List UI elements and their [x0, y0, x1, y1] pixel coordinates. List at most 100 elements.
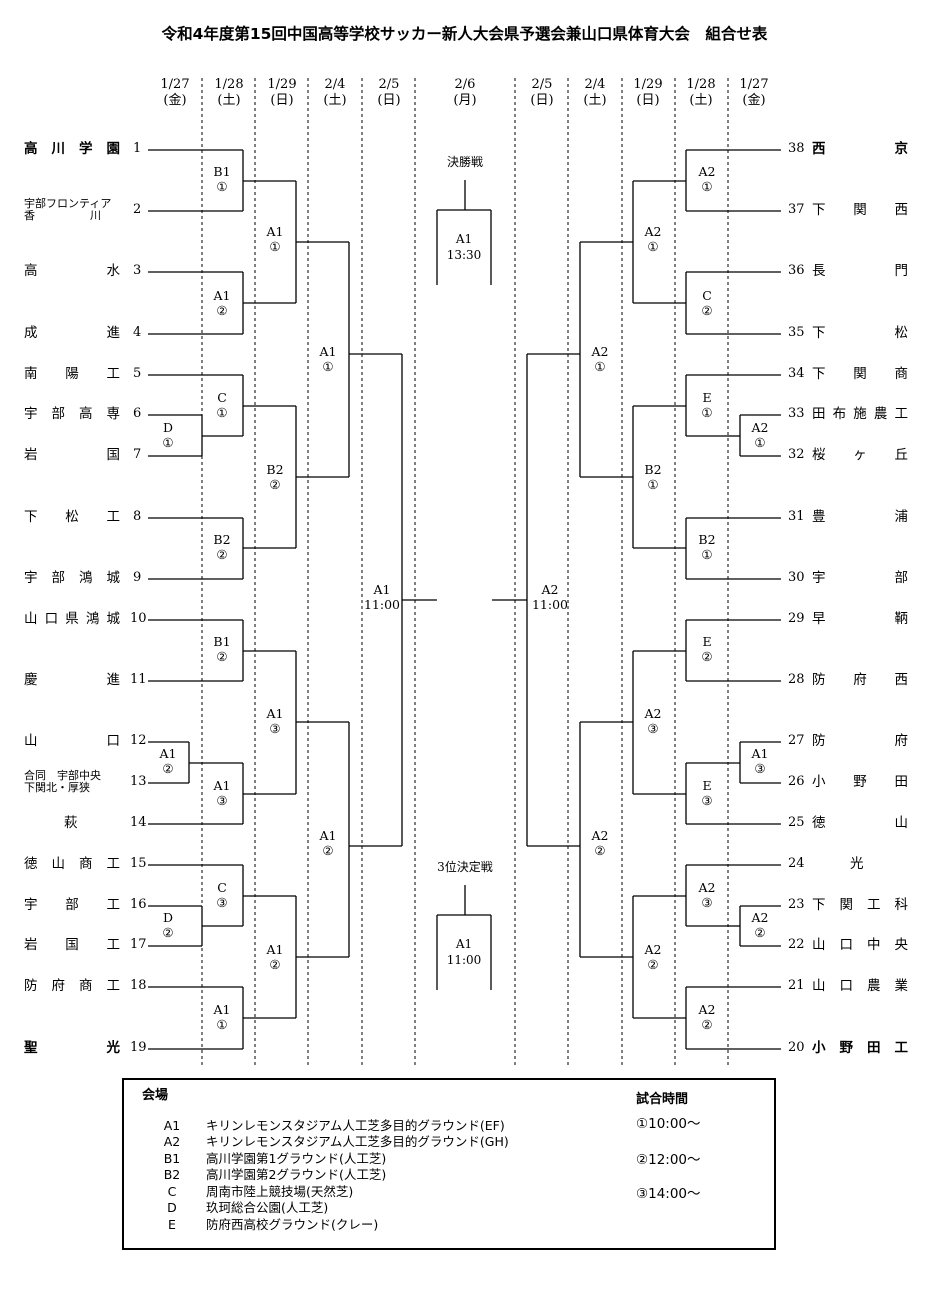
seed-number: 30 [788, 570, 805, 585]
seed-number: 20 [788, 1040, 805, 1055]
seed-number: 8 [133, 509, 142, 524]
match-slot: ③ [701, 895, 713, 910]
venue-code: A2 [644, 224, 662, 239]
seed-number: 10 [130, 611, 147, 626]
team-name-text: 高 川 学 園 [24, 141, 120, 157]
time-header: 試合時間 [636, 1092, 689, 1107]
seed-number: 6 [133, 406, 142, 421]
seed-number: 14 [130, 815, 147, 830]
final-venue: A1 [455, 232, 473, 246]
weekday-label: (月) [453, 93, 477, 108]
seed-number: 3 [133, 263, 142, 278]
match-slot: ① [216, 1017, 228, 1032]
seed-number: 34 [788, 366, 805, 381]
date-header: 2/5(日) [359, 77, 419, 109]
date-header: 1/29(日) [618, 77, 678, 109]
date-header: 2/4(土) [305, 77, 365, 109]
team-name-text: 西 京 [812, 141, 908, 157]
seed-number: 16 [130, 897, 147, 912]
team-name: 高 川 学 園 [24, 141, 120, 157]
venue-code: A1 [266, 706, 284, 721]
team-name: 小 野 田 工 [812, 1040, 908, 1056]
venue-name: 周南市陸上競技場(天然芝) [206, 1184, 354, 1199]
team-name-text: 山 口 中 央 [812, 937, 908, 953]
match-slot: ① [647, 477, 659, 492]
team-name-text: 高 水 [24, 263, 120, 279]
weekday-label: (土) [689, 93, 713, 108]
team-name-text: 岩 国 工 [24, 937, 120, 953]
seed-number: 27 [788, 733, 805, 748]
team-name: 防 府 商 工 [24, 978, 120, 994]
venue-code: A1 [373, 582, 391, 597]
team-name-text: 宇 部 [812, 570, 908, 586]
team-name-text: 南 陽 工 [24, 366, 120, 382]
date-header: 2/6(月) [435, 77, 495, 109]
date-label: 1/27 [739, 77, 769, 92]
team-name-text: 下 関 商 [812, 366, 908, 382]
seed-number: 15 [130, 856, 147, 871]
final-heading: 決勝戦 [446, 155, 483, 169]
weekday-label: (土) [323, 93, 347, 108]
team-name-text: 下 松 [812, 325, 908, 341]
venue-name: キリンレモンスタジアム人工芝多目的グラウンド(EF) [206, 1118, 505, 1133]
seed-number: 5 [133, 366, 142, 381]
team-name: 早 鞆 [812, 611, 908, 627]
team-name-text: 防 府 商 工 [24, 978, 120, 994]
weekday-label: (日) [530, 93, 554, 108]
venue-code: E [702, 390, 712, 405]
date-label: 2/4 [324, 77, 346, 92]
team-name-text: 田布施農工 [812, 406, 908, 422]
team-name-text: 防 府 [812, 733, 908, 749]
match-slot: ② [216, 303, 228, 318]
team-name: 防 府 西 [812, 672, 908, 688]
venue-code: A2 [163, 1134, 181, 1149]
third-place-time: 11:00 [446, 953, 482, 967]
weekday-label: (土) [217, 93, 241, 108]
team-name: 宇 部 [812, 570, 908, 586]
team-name: 成 進 [24, 325, 120, 341]
team-name: 高 水 [24, 263, 120, 279]
venue-name: 防府西高校グラウンド(クレー) [206, 1217, 379, 1232]
venue-code: B1 [213, 164, 231, 179]
team-name-line: 下関北・厚狭 [24, 781, 90, 794]
date-label: 2/5 [378, 77, 400, 92]
seed-number: 7 [133, 447, 142, 462]
date-header: 1/27(金) [145, 77, 205, 109]
venue-code: B2 [644, 462, 662, 477]
match-slot: ① [754, 435, 766, 450]
seed-number: 31 [788, 509, 805, 524]
venue-code: B2 [213, 532, 231, 547]
team-name-text: 山口県鴻城 [24, 611, 120, 627]
venue-code: A2 [644, 942, 662, 957]
venue-code: B2 [266, 462, 284, 477]
team-name: 下 松 工 [24, 509, 120, 525]
venue-code: A1 [319, 828, 337, 843]
venue-code: A2 [644, 706, 662, 721]
venue-code: A1 [319, 344, 337, 359]
team-name: 小 野 田 [812, 774, 908, 790]
team-name: 山 口 中 央 [812, 937, 908, 953]
match-slot: ② [701, 649, 713, 664]
seed-number: 37 [788, 202, 805, 217]
date-label: 1/29 [267, 77, 297, 92]
venue-code: A1 [266, 224, 284, 239]
match-slot: ① [162, 435, 174, 450]
